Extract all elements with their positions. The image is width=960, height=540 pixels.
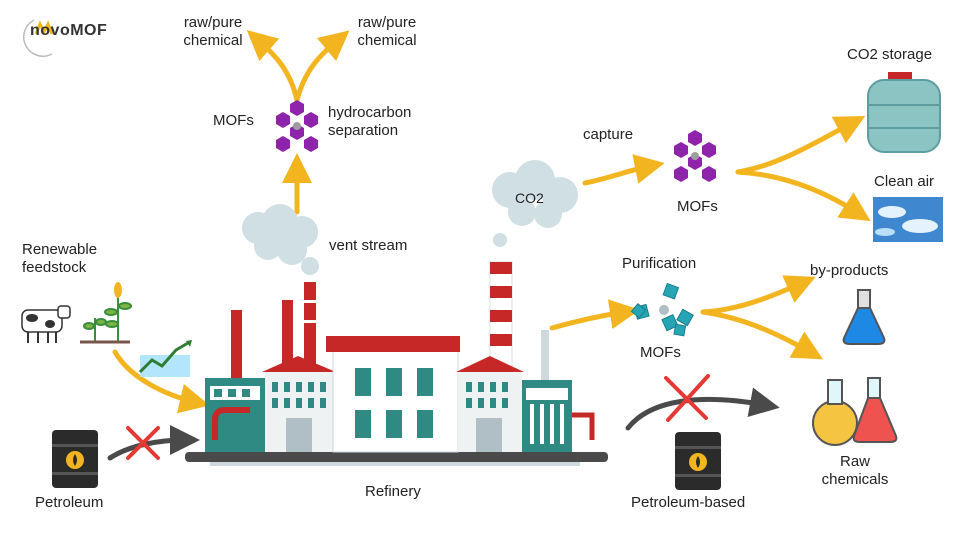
logo-text: novoMOF (30, 22, 108, 39)
cow-icon (21, 305, 71, 343)
label-mofs-capture: MOFs (677, 198, 718, 215)
label-vent-stream: vent stream (329, 237, 408, 254)
arrow-renewable-to-refinery (112, 349, 210, 414)
mof-molecule-purification (630, 282, 694, 337)
label-hydrocarbon-separation: hydrocarbon separation (328, 104, 411, 140)
label-raw-pure-right: raw/pure chemical (342, 14, 432, 50)
label-hydrocarbon-line2: separation (328, 122, 399, 139)
label-mofs-top: MOFs (213, 112, 254, 129)
label-renewable-feedstock: Renewable feedstock (22, 241, 97, 277)
plants-icon (80, 282, 132, 344)
label-raw-pure-left: raw/pure chemical (168, 14, 258, 50)
cross-petroleum (126, 426, 160, 460)
label-capture: capture (583, 126, 634, 143)
co2-smoke (492, 160, 578, 247)
label-renewable-line1: Renewable (22, 241, 98, 258)
label-raw-pure-left-line2: chemical (183, 32, 243, 49)
arrow-petroleum-based-blocked (625, 387, 780, 431)
label-by-products: by-products (810, 262, 889, 279)
mof-molecule-capture (674, 130, 716, 182)
label-raw-chemicals-line1: Raw (839, 453, 870, 470)
arrow-to-raw-left (246, 30, 300, 103)
barrel-petroleum-based (675, 432, 721, 490)
label-raw-chemicals-line2: chemicals (821, 471, 889, 488)
flask-byproducts (842, 289, 886, 345)
label-renewable-line2: feedstock (22, 259, 87, 276)
mof-molecule-top (276, 100, 318, 152)
red-crosses (126, 374, 710, 460)
refinery-illustration (185, 261, 608, 466)
cross-petroleum-based (664, 374, 710, 422)
label-refinery: Refinery (365, 483, 421, 500)
smoke-clouds (242, 160, 578, 275)
arrow-to-raw-chemicals (700, 309, 824, 360)
flask-raw-chemicals (812, 377, 898, 446)
arrow-to-raw-right (294, 30, 350, 103)
arrows-yellow (112, 30, 871, 414)
label-mofs-purification: MOFs (640, 344, 681, 361)
label-co2-storage: CO2 storage (847, 46, 933, 63)
arrow-to-byproducts (700, 275, 816, 315)
label-petroleum: Petroleum (35, 494, 104, 511)
arrow-to-co2-storage (735, 115, 866, 175)
label-purification: Purification (622, 255, 697, 272)
vent-smoke (242, 204, 319, 275)
arrow-co2-to-mofs (582, 154, 665, 186)
growth-chart-icon (138, 340, 192, 377)
novomof-logo (22, 14, 112, 58)
label-clean-air: Clean air (874, 173, 935, 190)
label-raw-chemicals: Raw chemicals (805, 453, 905, 489)
arrow-to-clean-air (735, 169, 871, 222)
label-hydrocarbon-line1: hydrocarbon (328, 104, 412, 121)
label-petroleum-based: Petroleum-based (631, 494, 746, 511)
label-raw-pure-right-line2: chemical (357, 32, 417, 49)
label-co2: CO2 (515, 190, 544, 206)
arrow-to-purification (549, 299, 640, 331)
co2-tank (867, 72, 941, 153)
barrel-petroleum (52, 430, 98, 488)
label-raw-pure-right-line1: raw/pure (357, 14, 417, 31)
label-raw-pure-left-line1: raw/pure (183, 14, 243, 31)
clean-air-image (873, 197, 943, 242)
